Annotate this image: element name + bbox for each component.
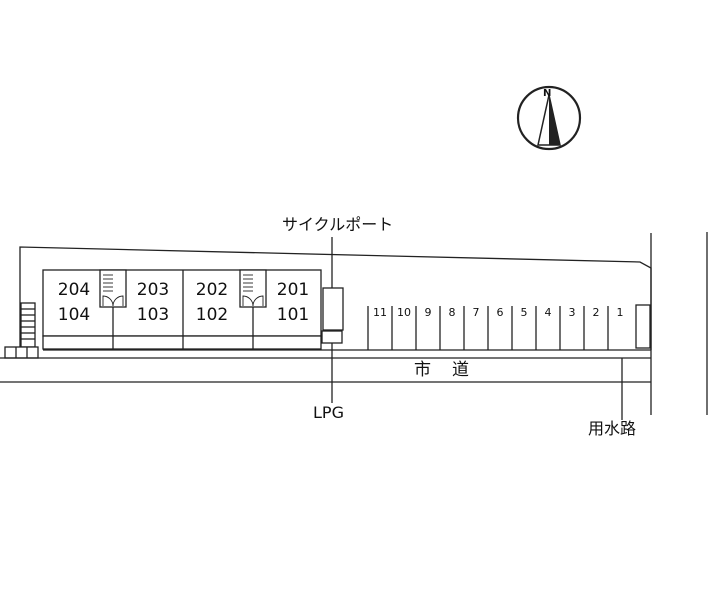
lpg-label: LPG	[313, 403, 344, 422]
parking-stall-number: 5	[520, 306, 528, 319]
parking-stall-number: 8	[448, 306, 456, 319]
unit-203: 203	[136, 280, 170, 300]
road-label-b: 道	[452, 360, 471, 380]
road-label-a: 市	[414, 360, 433, 380]
apartment-building	[42, 269, 322, 350]
unit-101: 101	[276, 305, 310, 325]
unit-103: 103	[136, 305, 170, 325]
parking-stall-number: 9	[424, 306, 432, 319]
unit-201: 201	[276, 280, 310, 300]
compass-north-label: N	[543, 88, 552, 99]
unit-202: 202	[195, 280, 229, 300]
parking-stall-number: 10	[397, 306, 411, 319]
unit-104: 104	[57, 305, 91, 325]
unit-102: 102	[195, 305, 229, 325]
parking-stall-number: 1	[616, 306, 624, 319]
west-stair	[4, 302, 39, 359]
waterway-label: 用水路	[588, 419, 637, 438]
cycle-port	[321, 237, 344, 403]
east-structure	[635, 304, 651, 349]
north-arrow-icon	[516, 85, 582, 151]
cycle-port-label: サイクルポート	[282, 215, 394, 234]
parking-stall-number: 6	[496, 306, 504, 319]
parking-stall-lines	[367, 306, 609, 350]
parking-stall-number: 2	[592, 306, 600, 319]
parking-stall-number: 11	[373, 306, 387, 319]
parking-stall-number: 7	[472, 306, 480, 319]
parking-stall-number: 4	[544, 306, 552, 319]
unit-204: 204	[57, 280, 91, 300]
parking-stall-number: 3	[568, 306, 576, 319]
